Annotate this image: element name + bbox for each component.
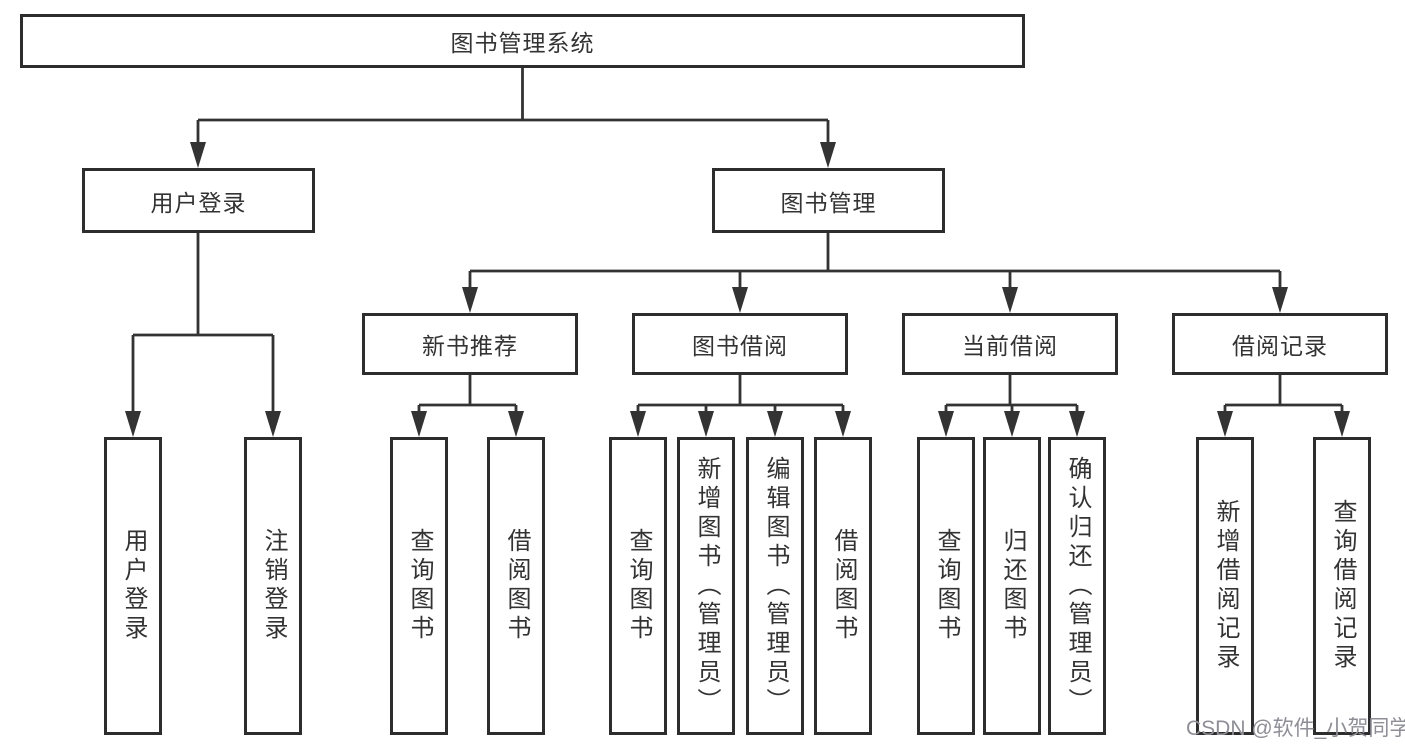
connector-borrowing-children	[636, 375, 845, 415]
connector-book-management-children	[468, 233, 1282, 291]
node-label: 归还图书	[999, 528, 1026, 644]
node-label: 借阅图书	[830, 528, 857, 644]
node-label: 用户登录	[120, 528, 147, 644]
connector-user-login-children	[131, 233, 275, 415]
node-recommend-borrow-books: 借阅图书	[487, 437, 545, 735]
node-label: 查询图书	[933, 528, 960, 644]
node-borrow-edit-books-admin: 编辑图书（管理员）	[746, 437, 804, 735]
watermark: CSDN @软件_小贺同学	[1186, 717, 1405, 740]
node-label: 编辑图书（管理员）	[762, 455, 789, 717]
node-label: 确认归还（管理员）	[1064, 455, 1091, 717]
node-current-query-books: 查询图书	[917, 437, 975, 735]
node-user-login-leaf: 用户登录	[104, 437, 162, 735]
node-borrowing-records: 借阅记录	[1172, 313, 1388, 375]
node-borrow-borrow-books: 借阅图书	[814, 437, 872, 735]
connector-recommend-children	[417, 375, 518, 415]
node-book-management: 图书管理	[712, 168, 945, 233]
node-label: 查询图书	[625, 528, 652, 644]
node-label: 查询借阅记录	[1329, 499, 1356, 673]
node-records-query-record: 查询借阅记录	[1313, 437, 1371, 735]
connector-root-to-level2	[196, 68, 830, 146]
node-records-add-record: 新增借阅记录	[1196, 437, 1254, 735]
node-recommend-query-books: 查询图书	[390, 437, 448, 735]
node-current-confirm-return-admin: 确认归还（管理员）	[1048, 437, 1106, 735]
node-label: 新增借阅记录	[1212, 499, 1239, 673]
connector-current-children	[944, 375, 1079, 415]
node-current-borrowing: 当前借阅	[902, 313, 1118, 375]
node-user-login: 用户登录	[82, 168, 315, 233]
connector-records-children	[1223, 375, 1344, 415]
node-borrow-add-books-admin: 新增图书（管理员）	[677, 437, 735, 735]
node-logout: 注销登录	[244, 437, 302, 735]
node-label: 注销登录	[260, 528, 287, 644]
node-current-return-books: 归还图书	[983, 437, 1041, 735]
node-book-borrowing: 图书借阅	[632, 313, 848, 375]
node-label: 借阅图书	[503, 528, 530, 644]
arrowheads	[125, 142, 1350, 437]
node-label: 新增图书（管理员）	[693, 455, 720, 717]
node-library-system: 图书管理系统	[20, 14, 1025, 68]
node-label: 查询图书	[406, 528, 433, 644]
node-new-book-recommendation: 新书推荐	[362, 313, 578, 375]
node-borrow-query-books: 查询图书	[609, 437, 667, 735]
